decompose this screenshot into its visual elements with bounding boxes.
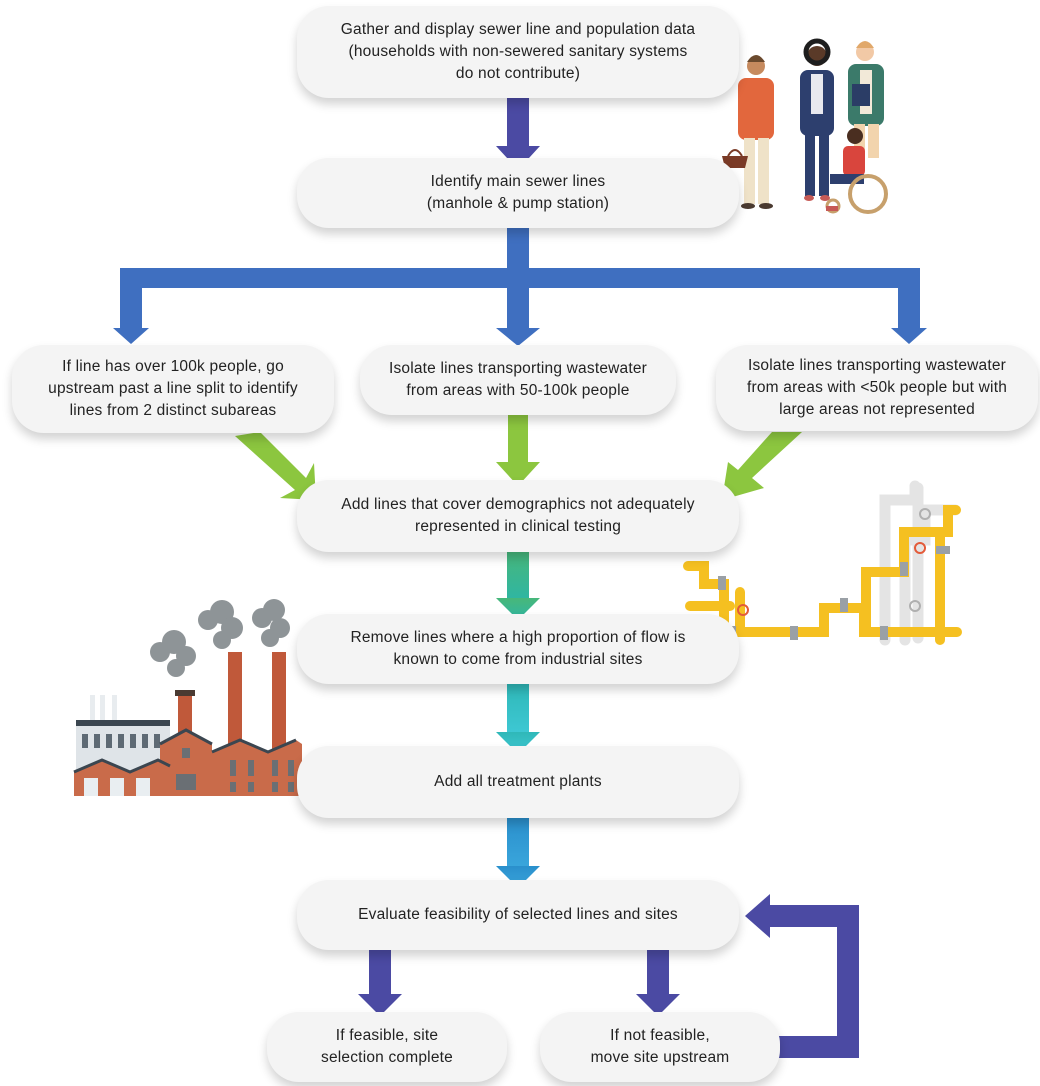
step-add-demographics: Add lines that cover demographics not ad… [297,480,739,552]
arrow-demographics-to-remove [496,550,540,620]
arrow-remove-to-treatment [496,684,540,754]
step-evaluate-feasibility: Evaluate feasibility of selected lines a… [297,880,739,950]
step-over-100k: If line has over 100k people, go upstrea… [12,345,334,433]
arrow-branch-three-ways [113,228,927,346]
arrows-evaluate-outcomes [358,948,680,1016]
step-add-treatment-plants: Add all treatment plants [297,746,739,818]
step-remove-industrial: Remove lines where a high proportion of … [297,614,739,684]
arrow-treatment-to-evaluate [496,818,540,888]
arrows-merge-green [235,414,802,500]
outcome-feasible: If feasible, site selection complete [267,1012,507,1082]
pipes-illustration [683,480,962,646]
outcome-not-feasible: If not feasible, move site upstream [540,1012,780,1082]
step-isolate-under-50k: Isolate lines transporting wastewater fr… [716,345,1038,431]
step-gather-data: Gather and display sewer line and popula… [297,6,739,98]
step-isolate-50-100k: Isolate lines transporting wastewater fr… [360,345,676,415]
step-identify-main-lines: Identify main sewer lines (manhole & pum… [297,158,739,228]
people-illustration [722,38,888,214]
factory-illustration [73,599,302,796]
arrow-loop-back [745,894,859,1058]
